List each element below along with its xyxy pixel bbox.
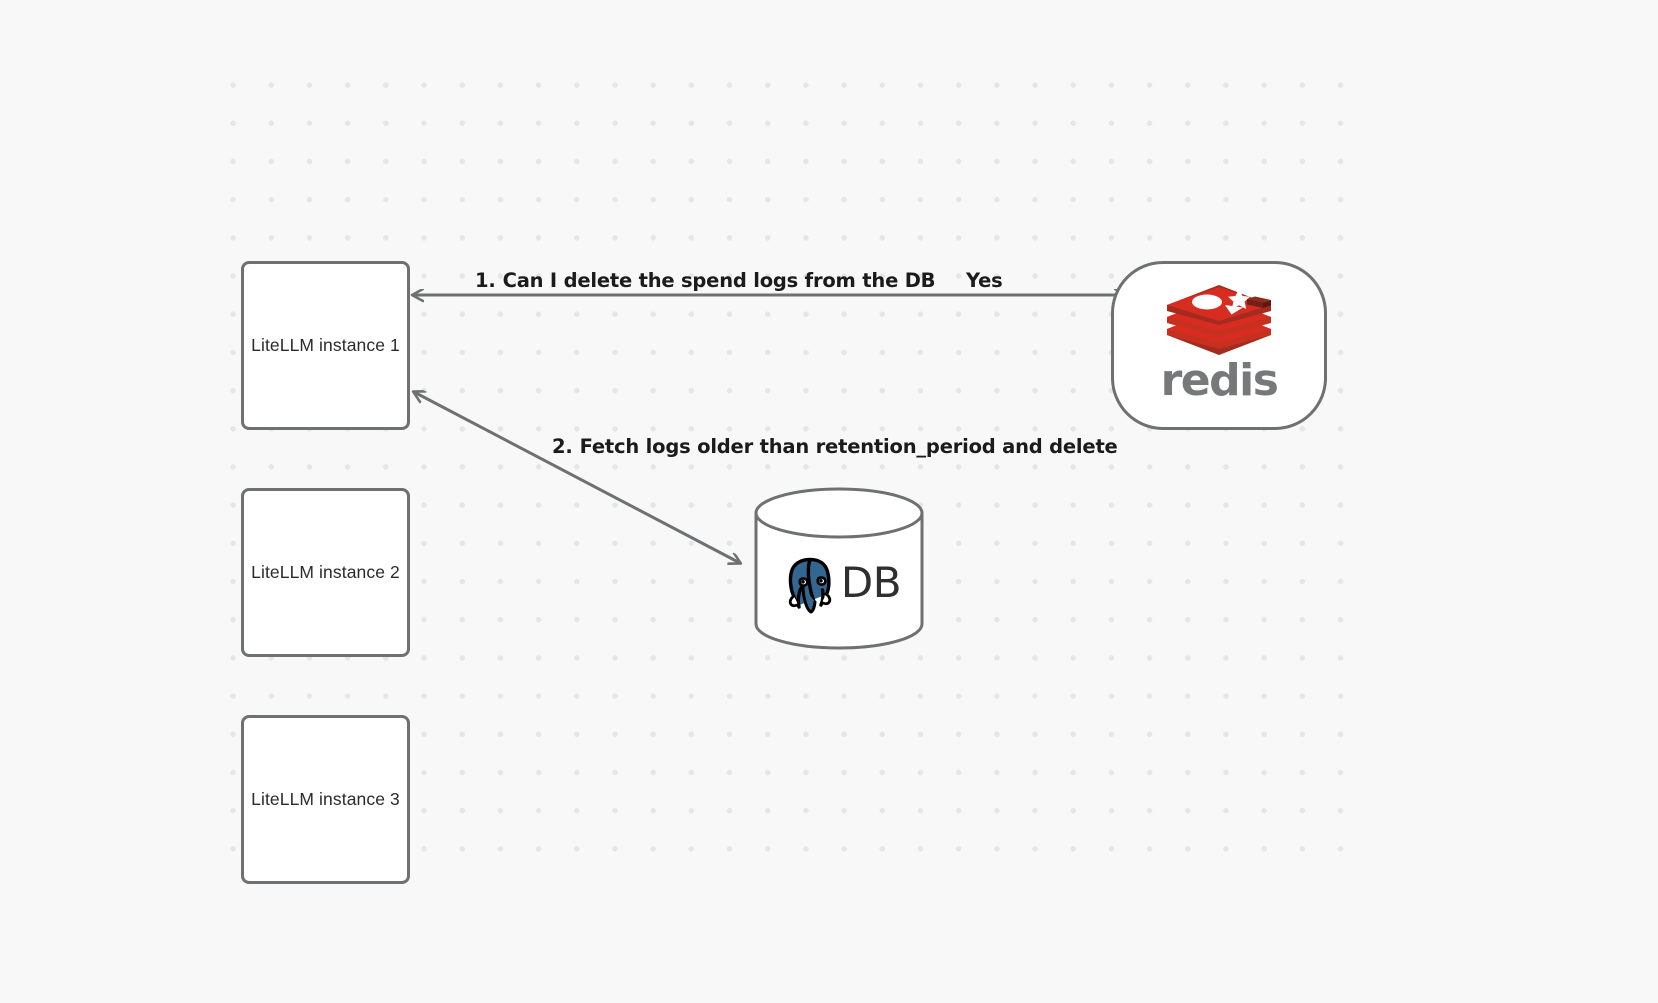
node-litellm-instance-1[interactable]: LiteLLM instance 1 xyxy=(241,261,410,430)
edge-1-step-number: 1. xyxy=(475,269,496,292)
db-node-label: DB xyxy=(840,557,902,607)
node-litellm-instance-2-label: LiteLLM instance 2 xyxy=(251,562,400,582)
redis-wordmark: redis xyxy=(1160,354,1279,406)
edge-label-step-2: 2. Fetch logs older than retention_period… xyxy=(552,435,1118,458)
edge-2-step-number: 2. xyxy=(552,435,573,458)
edge-1-label-text: Can I delete the spend logs from the DB xyxy=(502,269,936,292)
redis-stack-icon xyxy=(1167,284,1271,355)
node-db[interactable]: DB xyxy=(753,487,925,650)
edge-label-step-1-reply: Yes xyxy=(966,269,1003,292)
edge-2-label-text: Fetch logs older than retention_period a… xyxy=(579,435,1118,458)
node-litellm-instance-1-label: LiteLLM instance 1 xyxy=(251,335,400,355)
node-redis[interactable]: redis xyxy=(1111,261,1327,430)
node-litellm-instance-3[interactable]: LiteLLM instance 3 xyxy=(241,715,410,884)
redis-logo: redis xyxy=(1160,284,1279,406)
node-litellm-instance-3-label: LiteLLM instance 3 xyxy=(251,789,400,809)
postgresql-elephant-icon xyxy=(788,557,832,613)
db-node-content: DB xyxy=(753,487,925,650)
edge-litellm1-db xyxy=(414,392,740,563)
edge-label-step-1: 1. Can I delete the spend logs from the D… xyxy=(475,269,936,292)
cylinder-shape xyxy=(754,487,924,650)
node-litellm-instance-2[interactable]: LiteLLM instance 2 xyxy=(241,488,410,657)
